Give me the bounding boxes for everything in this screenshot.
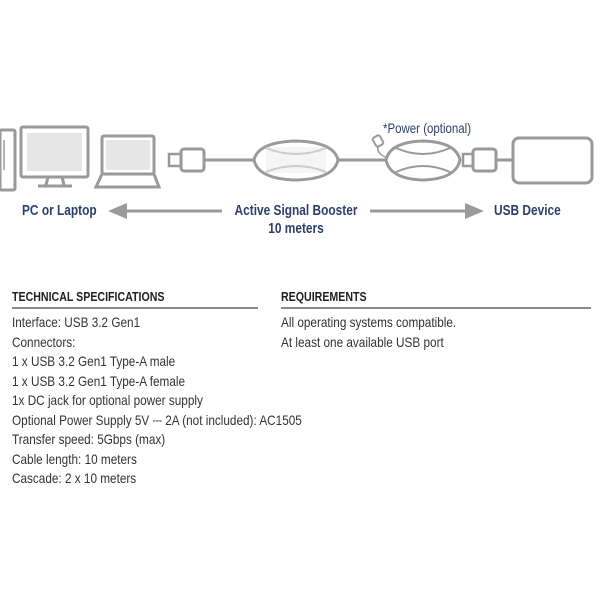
power-optional-label: *Power (optional) [383, 120, 472, 136]
spec-item: Connectors: [12, 333, 76, 350]
usb-a-male-plug-icon [167, 147, 206, 173]
pc-or-laptop-label: PC or Laptop [22, 203, 97, 219]
requirement-item: All operating systems compatible. [281, 314, 457, 330]
spec-item: Optional Power Supply 5V ⎓ 2A (not inclu… [12, 411, 302, 428]
requirement-item: At least one available USB port [281, 333, 444, 350]
spec-item: Cable length: 10 meters [12, 450, 137, 467]
booster-label: Active Signal Booster [234, 203, 358, 219]
connection-diagram [0, 125, 594, 219]
laptop-icon [93, 134, 162, 189]
spec-item: Interface: USB 3.2 Gen1 [12, 314, 141, 330]
usb-device-icon [511, 136, 594, 185]
technical-specifications: TECHNICAL SPECIFICATIONS Interface: USB … [12, 290, 302, 489]
arrow-left-icon [108, 203, 222, 219]
spec-item: 1x DC jack for optional power supply [12, 392, 203, 408]
power-plug-icon [371, 134, 389, 159]
spec-item: 1 x USB 3.2 Gen1 Type-A female [12, 372, 186, 389]
specs-heading: TECHNICAL SPECIFICATIONS [12, 290, 165, 304]
usb-device-label: USB Device [494, 203, 561, 219]
booster-left-icon [252, 139, 340, 182]
length-label: 10 meters [268, 221, 324, 237]
booster-right-icon [384, 139, 462, 182]
requirements-heading: REQUIREMENTS [281, 290, 367, 304]
monitor-icon [19, 125, 90, 188]
divider [12, 307, 258, 309]
pc-tower-icon [0, 128, 17, 192]
spec-item: Transfer speed: 5Gbps (max) [12, 431, 166, 447]
usb-a-female-plug-icon [461, 147, 498, 173]
requirements: REQUIREMENTS All operating systems compa… [281, 290, 591, 352]
spec-item: Cascade: 2 x 10 meters [12, 470, 137, 486]
divider [281, 307, 591, 309]
arrow-right-icon [370, 203, 484, 219]
spec-item: 1 x USB 3.2 Gen1 Type-A male [12, 353, 176, 369]
